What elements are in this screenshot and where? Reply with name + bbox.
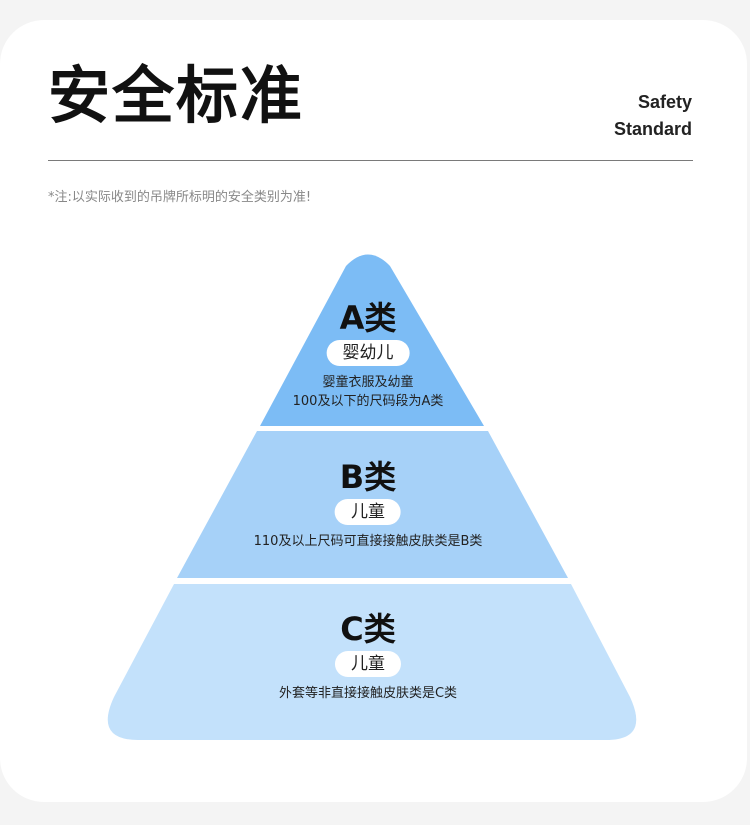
- page-subtitle: Safety Standard: [614, 89, 692, 143]
- tier-b-description: 110及以上尺码可直接接触皮肤类是B类: [253, 534, 483, 549]
- tier-b: B类 儿童 110及以上尺码可直接接触皮肤类是B类: [254, 457, 483, 551]
- tier-b-badge: 儿童: [334, 499, 401, 525]
- tier-a-description: 婴童衣服及幼童 100及以下的尺码段为A类: [293, 373, 444, 411]
- tier-a: A类 婴幼儿 婴童衣服及幼童 100及以下的尺码段为A类: [293, 298, 444, 411]
- tier-b-label: B类: [339, 458, 397, 496]
- subtitle-line-1: Safety: [637, 92, 692, 112]
- page-title: 安全标准: [48, 59, 305, 132]
- tier-c: C类 儿童 外套等非直接接触皮肤类是C类: [279, 609, 457, 703]
- tier-a-description-line-2: 100及以下的尺码段为A类: [292, 394, 444, 409]
- header-divider: [48, 160, 693, 161]
- tier-a-badge: 婴幼儿: [326, 340, 410, 366]
- tier-c-label: C类: [340, 610, 396, 648]
- tier-c-badge: 儿童: [334, 651, 401, 677]
- tier-a-description-line-1: 婴童衣服及幼童: [322, 375, 414, 390]
- tier-c-description: 外套等非直接接触皮肤类是C类: [278, 686, 458, 701]
- safety-note: *注:以实际收到的吊牌所标明的安全类别为准!: [48, 190, 312, 205]
- tier-a-label: A类: [339, 299, 397, 337]
- subtitle-line-2: Standard: [613, 119, 692, 139]
